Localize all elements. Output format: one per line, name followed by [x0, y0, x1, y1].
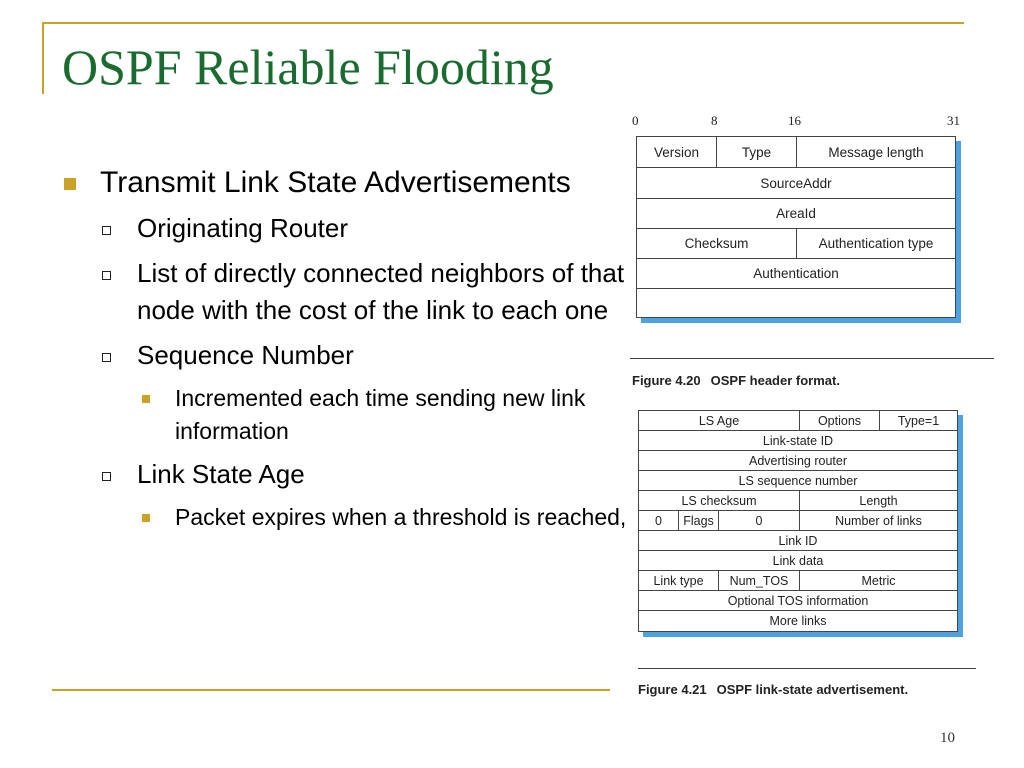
- bullet-text-link-state-age: Link State Age: [137, 459, 305, 489]
- ospf-lsa-diagram: LS Age Options Type=1 Link-state ID Adve…: [638, 410, 958, 632]
- field-type: Type=1: [897, 413, 940, 428]
- slide-title: OSPF Reliable Flooding: [62, 39, 554, 95]
- bullet-list: Transmit Link State Advertisements Origi…: [62, 164, 627, 542]
- figure-caption-text: OSPF link-state advertisement.: [716, 682, 909, 697]
- header-row: [637, 289, 955, 317]
- bit-ruler-label: 31: [947, 113, 960, 128]
- field-authentication-type: Authentication type: [818, 236, 934, 251]
- slide-number: 10: [940, 730, 955, 746]
- field-ls-age: LS Age: [639, 411, 800, 430]
- lsa-row: Advertising router: [639, 451, 957, 471]
- title-frame-top-line: [42, 22, 964, 24]
- field-num-tos: Num_TOS: [719, 571, 800, 590]
- field-link-data: Link data: [772, 553, 824, 568]
- header-row: Authentication: [637, 259, 955, 289]
- field-flags: Flags: [679, 511, 719, 530]
- field-link-state-id: Link-state ID: [762, 433, 834, 448]
- figure-caption: Figure 4.20 OSPF header format.: [632, 373, 840, 388]
- bullet-text-originating-router: Originating Router: [137, 213, 348, 243]
- title-frame-left-line: [42, 22, 44, 94]
- hollow-square-bullet-icon: [102, 226, 111, 235]
- header-row: Version Type Message length: [637, 137, 955, 168]
- hollow-square-bullet-icon: [102, 472, 111, 481]
- field-ls-sequence-number: LS sequence number: [738, 473, 858, 488]
- bullet-level2: List of directly connected neighbors of …: [62, 255, 627, 329]
- bit-ruler-label: 0: [632, 113, 639, 128]
- figure-caption-rule: [630, 358, 994, 359]
- figure-number: Figure 4.20: [632, 373, 701, 388]
- ospf-header-diagram: Version Type Message length SourceAddr A…: [636, 136, 956, 318]
- field-checksum: Checksum: [637, 229, 797, 258]
- field-link-id: Link ID: [778, 533, 818, 548]
- lsa-row: Link-state ID: [639, 431, 957, 451]
- header-row: Checksum Authentication type: [637, 229, 955, 259]
- bullet-text-incremented: Incremented each time sending new link i…: [175, 385, 586, 444]
- field-optional-tos-information: Optional TOS information: [727, 593, 869, 608]
- field-options: Options: [800, 411, 880, 430]
- bullet-level2: Link State Age: [62, 456, 627, 493]
- square-bullet-icon: [64, 178, 76, 190]
- field-type: Type: [717, 137, 797, 167]
- figure-number: Figure 4.21: [638, 682, 707, 697]
- lsa-row: Link data: [639, 551, 957, 571]
- footer-rule: [52, 689, 610, 691]
- bullet-text-packet-expires: Packet expires when a threshold is reach…: [175, 504, 627, 530]
- bullet-level3: Incremented each time sending new link i…: [62, 382, 627, 448]
- field-advertising-router: Advertising router: [749, 453, 847, 468]
- bullet-text-transmit-lsa: Transmit Link State Advertisements: [100, 166, 571, 199]
- bullet-text-neighbors: List of directly connected neighbors of …: [137, 258, 625, 325]
- field-zero: 0: [719, 511, 800, 530]
- bullet-level2: Sequence Number: [62, 337, 627, 374]
- lsa-row: 0 Flags 0 Number of links: [639, 511, 957, 531]
- lsa-row: LS sequence number: [639, 471, 957, 491]
- field-version: Version: [637, 137, 717, 167]
- lsa-row: More links: [639, 611, 957, 631]
- bit-ruler-label: 16: [788, 113, 801, 128]
- bit-ruler-label: 8: [711, 113, 718, 128]
- lsa-row: LS Age Options Type=1: [639, 411, 957, 431]
- lsa-row: LS checksum Length: [639, 491, 957, 511]
- square-bullet-icon: [142, 395, 150, 403]
- field-length: Length: [859, 493, 898, 508]
- bullet-level3: Packet expires when a threshold is reach…: [62, 501, 627, 534]
- figure-caption-text: OSPF header format.: [710, 373, 840, 388]
- bullet-text-sequence-number: Sequence Number: [137, 340, 354, 370]
- field-link-type: Link type: [639, 571, 719, 590]
- header-row: AreaId: [637, 199, 955, 229]
- field-zero: 0: [639, 511, 679, 530]
- field-authentication-continued: [637, 289, 955, 317]
- field-ls-checksum: LS checksum: [639, 491, 800, 510]
- square-bullet-icon: [142, 514, 150, 522]
- figure-caption: Figure 4.21 OSPF link-state advertisement…: [638, 682, 908, 697]
- hollow-square-bullet-icon: [102, 271, 111, 280]
- lsa-row: Link type Num_TOS Metric: [639, 571, 957, 591]
- field-metric: Metric: [861, 573, 896, 588]
- field-area-id: AreaId: [776, 206, 816, 221]
- field-message-length: Message length: [828, 144, 924, 160]
- header-row: SourceAddr: [637, 168, 955, 199]
- field-source-addr: SourceAddr: [760, 175, 832, 191]
- lsa-row: Optional TOS information: [639, 591, 957, 611]
- figure-caption-rule: [638, 668, 976, 669]
- field-more-links: More links: [769, 614, 827, 628]
- bullet-level1: Transmit Link State Advertisements: [62, 164, 627, 202]
- lsa-row: Link ID: [639, 531, 957, 551]
- hollow-square-bullet-icon: [102, 353, 111, 362]
- bullet-level2: Originating Router: [62, 210, 627, 247]
- field-number-of-links: Number of links: [835, 513, 922, 528]
- field-authentication: Authentication: [753, 266, 839, 281]
